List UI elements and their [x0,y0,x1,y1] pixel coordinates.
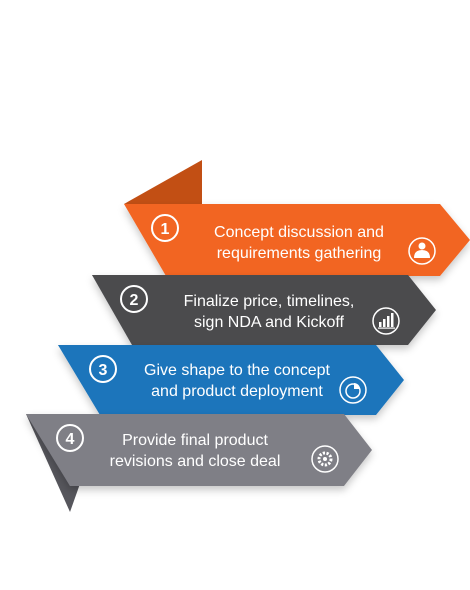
step-3-label: Give shape to the concept and product de… [144,362,330,400]
step-4: 4 [26,414,372,512]
step-1-label: Concept discussion and requirements gath… [214,224,384,262]
bar-chart-icon [372,307,400,335]
step-4-number: 4 [66,431,75,448]
step-3-ribbon [58,345,404,415]
step-4-label: Provide final product revisions and clos… [109,432,281,470]
step-4-ribbon [26,414,372,486]
gear-icon [311,445,339,473]
step-2-number-ring [120,285,148,313]
pie-chart-icon [339,376,367,404]
step-3-number-ring [89,355,117,383]
step-2-ribbon [92,275,436,345]
step-1-number-ring [151,214,179,242]
step-1-ribbon [124,204,470,276]
step-2-number: 2 [130,292,139,309]
step-1-number: 1 [161,221,170,238]
step-3: 3 [58,345,404,416]
step-2-label: Finalize price, timelines, sign NDA and … [183,293,355,331]
step-4-number-ring [56,424,84,452]
step-3-number: 3 [99,362,108,379]
step-1: 1 [124,160,470,276]
step-2: 2 [92,275,436,345]
user-icon [408,237,436,265]
